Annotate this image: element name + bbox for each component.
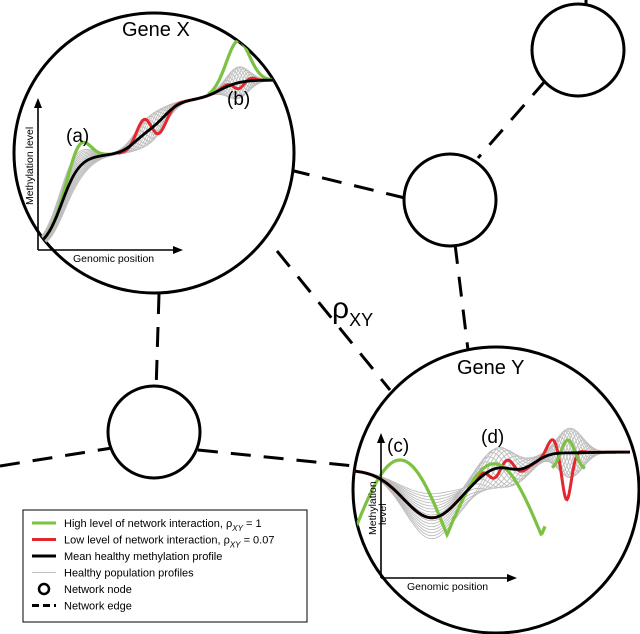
gene-y-mean-profile [353,450,630,520]
legend-label: High level of network interaction, ρXY =… [64,518,262,533]
gene-x-node: Gene X (a) (b) Methylation level Genomic… [12,11,296,295]
healthy-profile-line [353,430,630,528]
network-edge [0,446,113,468]
healthy-profile-line [353,436,630,501]
legend-label: Network edge [64,601,132,613]
correlation-label: ρXY [332,292,373,330]
gene-x-mean-profile [37,78,290,246]
gene-y-title: Gene Y [457,357,524,379]
gene-y-label-c: (c) [387,436,409,457]
network-edge [476,79,548,159]
gene-y-ylabel: Methylation [367,481,379,535]
legend-label: Mean healthy methylation profile [64,551,222,563]
healthy-profile-line [37,68,290,246]
network-node [530,2,626,98]
legend-box [22,509,308,623]
network-edge [197,448,355,468]
gene-x-ylabel: Methylation level [24,127,36,205]
legend: High level of network interaction, ρXY =… [22,509,308,623]
healthy-profile-line [37,73,290,243]
network-node [402,152,498,248]
gene-x-title: Gene X [122,19,190,41]
network-edge [453,243,470,351]
gene-x-label-b: (b) [227,89,250,110]
network-edges [0,0,588,468]
gene-x-label-a: (a) [66,126,89,147]
gene-x-x-arrowhead [173,246,183,254]
gene-y-node: Gene Y (c) (d) Methylation level Genomic… [351,345,640,634]
healthy-profile-line [353,428,630,540]
gene-x-y-arrowhead [34,98,42,108]
legend-symbol [37,582,51,596]
gene-y-high-interaction-curve [353,438,586,539]
legend-label: Healthy population profiles [64,568,194,580]
healthy-profile-line [37,76,290,248]
network-node [106,384,202,480]
healthy-profile-line [353,427,630,537]
healthy-profile-line [353,433,630,525]
gene-y-ylabel-2: level [377,503,389,525]
network-edge [154,293,161,393]
gene-y-x-arrowhead [507,574,517,582]
legend-label: Network node [64,584,132,596]
gene-y-y-arrowhead [377,433,385,443]
legend-label: Low level of network interaction, ρXY = … [64,535,274,550]
healthy-profile-line [37,67,290,244]
network-edge [275,250,392,391]
healthy-profile-line [353,428,630,531]
gene-y-label-d: (d) [481,427,504,448]
gene-y-xlabel: Genomic position [407,581,488,593]
network-edge [289,168,406,200]
gene-x-xlabel: Genomic position [73,253,154,265]
